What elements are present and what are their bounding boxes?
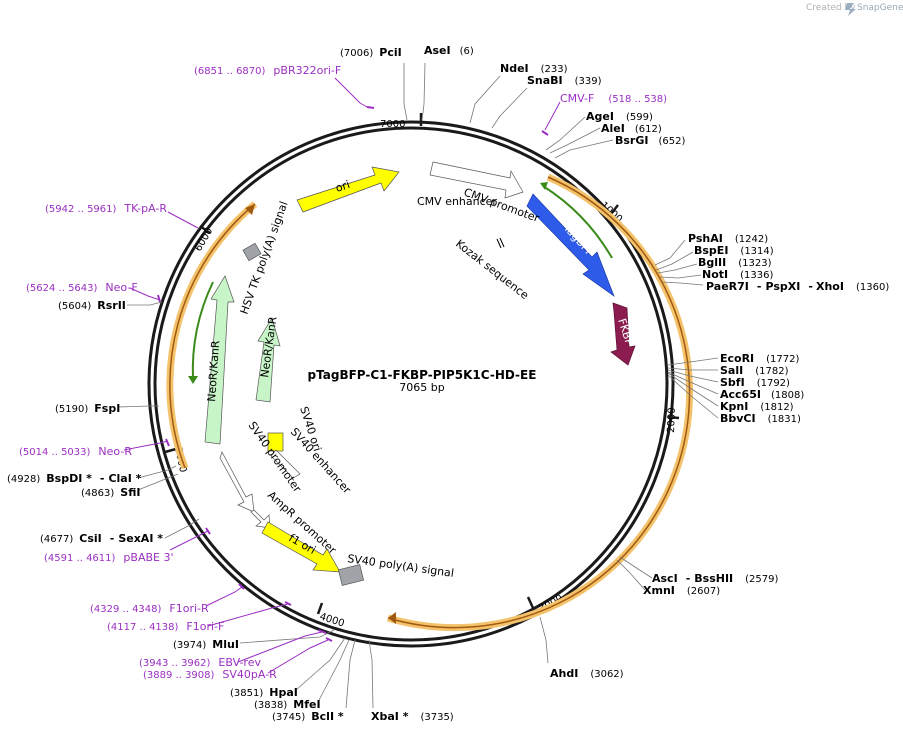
sv40-enhancer-feature[interactable] (270, 449, 301, 479)
enzyme-leader-lines (117, 62, 719, 709)
enzyme-asci-bsshii[interactable]: AscI-BssHII(2579) (652, 572, 778, 585)
backbone-outer-strand (147, 120, 675, 648)
primer-ebv-rev[interactable]: (3943 .. 3962)EBV-rev (139, 656, 261, 669)
enzyme-mlui[interactable]: (3974)MluI (173, 638, 239, 651)
plasmid-name: pTagBFP-C1-FKBP-PIP5K1C-HD-EE (308, 368, 537, 382)
enzyme-rsrii[interactable]: (5604)RsrII (58, 299, 126, 312)
tick-marks (164, 113, 680, 615)
enzyme-acc65i[interactable]: Acc65I(1808) (720, 388, 804, 401)
neokan-inner-feature[interactable] (255, 317, 281, 403)
enzyme-sfii[interactable]: (4863)SfiI (81, 486, 140, 499)
sv40-polya-feature[interactable] (337, 564, 365, 586)
enzyme-kpni[interactable]: KpnI(1812) (720, 400, 794, 413)
neokan-outer-label: NeoR/KanR (205, 340, 222, 403)
primer-pbabe-3[interactable]: (4591 .. 4611)pBABE 3' (44, 551, 174, 564)
tagbfp-feature[interactable] (526, 193, 615, 297)
primer-pbr322ori-f[interactable]: (6851 .. 6870)pBR322ori-F (194, 64, 341, 77)
primer-neo-r[interactable]: (5014 .. 5033)Neo-R (19, 445, 132, 458)
cmv-enhancer-feature[interactable] (429, 161, 524, 199)
enzyme-noti[interactable]: NotI(1336) (702, 268, 773, 281)
enzyme-mfei[interactable]: (3838)MfeI (254, 698, 321, 711)
enzyme-ndei[interactable]: NdeI(233) (500, 62, 568, 75)
enzyme-sbfi[interactable]: SbfI(1792) (720, 376, 790, 389)
snapgene-brand: SnapGene (857, 3, 903, 13)
enzyme-csii-sexai[interactable]: (4677)CsiI-SexAI * (40, 532, 163, 545)
f1-ori-feature[interactable] (261, 521, 341, 573)
primer-marks (157, 106, 549, 642)
hsv-tk-polya-label: HSV TK poly(A) signal (238, 200, 291, 316)
enzyme-bcli[interactable]: (3745)BclI * (272, 710, 344, 723)
primer-neo-f[interactable]: (5624 .. 5643)Neo-F (26, 281, 138, 294)
enzyme-ahdi[interactable]: AhdI(3062) (550, 667, 624, 680)
enzyme-xbai[interactable]: XbaI *(3735) (371, 710, 454, 723)
kozak-label: Kozak sequence (453, 237, 531, 302)
tick-label-7000: 7000 (380, 119, 405, 130)
ori-feature[interactable] (296, 166, 400, 213)
kozak-mark (499, 237, 505, 248)
primer-tk-pa-r[interactable]: (5942 .. 5961)TK-pA-R (45, 202, 167, 215)
enzyme-xmni[interactable]: XmnI(2607) (643, 584, 720, 597)
fkbp-feature[interactable] (610, 302, 636, 366)
enzyme-agei[interactable]: AgeI(599) (586, 110, 653, 123)
enzyme-alei[interactable]: AleI(612) (601, 122, 662, 135)
tick-label-2000: 2000 (666, 407, 678, 433)
enzyme-paer7i-pspxi-xhoi[interactable]: PaeR7I-PspXI-XhoI(1360) (706, 280, 889, 293)
enzyme-hpai[interactable]: (3851)HpaI (230, 686, 298, 699)
enzyme-ecori[interactable]: EcoRI(1772) (720, 352, 800, 365)
orf-green-left (191, 281, 214, 381)
orf-green-right-head (540, 182, 548, 190)
enzyme-asei[interactable]: AseI(6) (424, 44, 474, 57)
ampr-promoter-feature[interactable] (250, 509, 271, 529)
ori-label: ori (334, 178, 352, 195)
enzyme-bbvci[interactable]: BbvCI(1831) (720, 412, 801, 425)
primer-cmv-f[interactable]: CMV-F(518 .. 538) (560, 92, 667, 105)
kozak-mark-2 (496, 238, 502, 249)
orf-green-right (542, 185, 613, 259)
primer-f1ori-f[interactable]: (4117 .. 4138)F1ori-F (107, 620, 224, 633)
orf-green-left-head (188, 376, 198, 384)
primer-leader-lines (123, 77, 561, 674)
neokan-inner-label: NeoR/KanR (258, 315, 279, 378)
plasmid-size: 7065 bp (399, 381, 444, 394)
snapgene-logo-icon (845, 3, 856, 16)
orf-left-arc (166, 201, 258, 470)
enzyme-fspi[interactable]: (5190)FspI (55, 402, 120, 415)
enzyme-bspdi-clai[interactable]: (4928)BspDI *-ClaI * (7, 472, 142, 485)
orf-main-arc (387, 173, 693, 632)
primer-sv40pa-r[interactable]: (3889 .. 3908)SV40pA-R (143, 668, 277, 681)
enzyme-pshai[interactable]: PshAI(1242) (688, 232, 768, 245)
backbone-inner-strand (153, 126, 669, 642)
created-by-text: Created by (806, 3, 856, 13)
neokan-outer-feature[interactable] (204, 275, 235, 445)
enzyme-sali[interactable]: SalI(1782) (720, 364, 789, 377)
sv40-promoter-feature[interactable] (219, 451, 255, 513)
enzyme-bglii[interactable]: BglII(1323) (698, 256, 772, 269)
primer-f1ori-r[interactable]: (4329 .. 4348)F1ori-R (90, 602, 209, 615)
enzyme-snabi[interactable]: SnaBI(339) (527, 74, 602, 87)
hsv-tk-polya-feature[interactable] (242, 242, 262, 262)
enzyme-bspei[interactable]: BspEI(1314) (694, 244, 774, 257)
cmv-enhancer-label: CMV enhancer (417, 195, 497, 208)
enzyme-bsrgi[interactable]: BsrGI(652) (615, 134, 685, 147)
enzyme-pcii[interactable]: (7006)PciI (340, 46, 402, 59)
